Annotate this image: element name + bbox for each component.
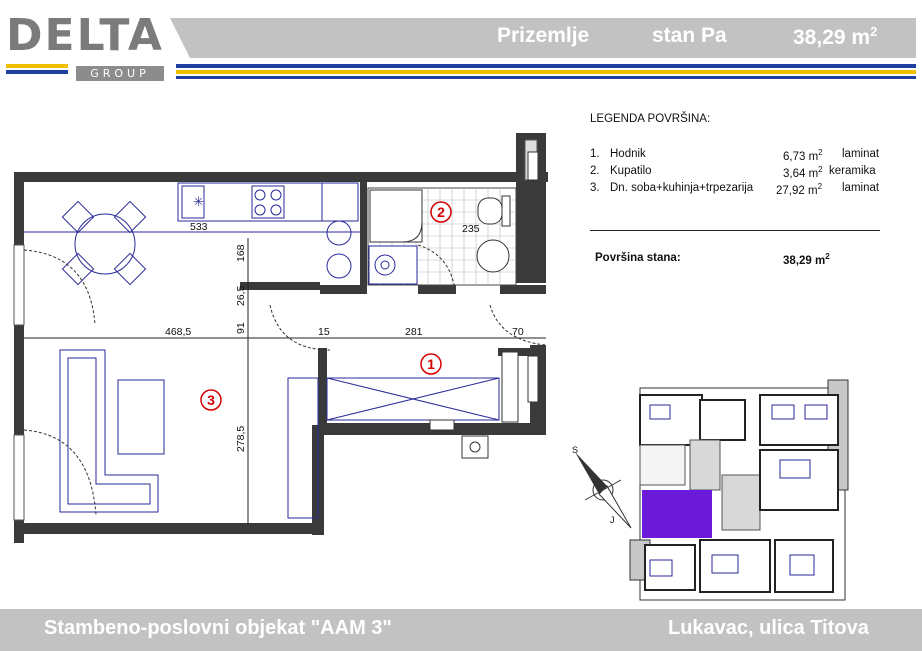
legend-total-label: Površina stana: — [595, 252, 681, 264]
window-left-1 — [13, 244, 25, 326]
corridor-wardrobe — [326, 377, 500, 421]
compass-icon: S J — [572, 445, 632, 529]
header-stripe-blue-2 — [176, 76, 916, 79]
legend-floor-2: keramika — [829, 165, 876, 177]
legend-name-3: Dn. soba+kuhinja+trpezarija — [610, 182, 754, 194]
wall-inner-left — [318, 348, 327, 430]
footer-band — [0, 609, 922, 651]
utility-fixtures — [429, 151, 539, 459]
dim-168: 168 — [235, 244, 247, 262]
logo-stripe-yellow — [6, 64, 68, 68]
dim-26-5: 26,5 — [235, 285, 247, 306]
coffee-table — [117, 379, 165, 455]
dim-281: 281 — [405, 326, 423, 338]
room-marker-2: 2 — [430, 201, 452, 223]
legend-num-1: 1. — [590, 148, 600, 160]
header-stripe-yellow — [176, 70, 916, 74]
room-number-3: 3 — [207, 392, 215, 408]
header-band — [170, 18, 916, 58]
window-left-2 — [13, 434, 25, 521]
room-marker-3: 3 — [200, 389, 222, 411]
sink-icon: ✳ — [193, 194, 204, 209]
wall-bath-left — [360, 182, 367, 287]
wall-left-middle — [14, 325, 24, 435]
wall-left-upper — [14, 172, 24, 245]
washing-machine — [326, 220, 352, 246]
kitchen-counter — [177, 182, 359, 222]
wall-corridor-top — [498, 348, 546, 356]
washbasin — [476, 239, 510, 273]
legend-area-3: 27,92 m2 — [776, 182, 823, 197]
dim-278-5: 278,5 — [235, 426, 247, 452]
shower — [369, 189, 423, 243]
legend-area-2: 3,64 m2 — [783, 165, 823, 180]
wall-bath-bottom-a — [320, 285, 367, 294]
doors — [23, 244, 546, 516]
legend-num-2: 2. — [590, 165, 600, 177]
legend-name-2: Kupatilo — [610, 165, 652, 177]
dim-468-5: 468,5 — [165, 326, 191, 338]
wardrobe-living — [287, 377, 319, 519]
dining-table — [61, 200, 147, 286]
room-marker-1: 1 — [420, 353, 442, 375]
room-number-1: 1 — [427, 356, 435, 372]
legend-area-1: 6,73 m2 — [783, 148, 823, 163]
legend-floor-3: laminat — [842, 182, 880, 194]
boiler — [326, 253, 352, 279]
logo-stripe-blue — [6, 70, 68, 74]
legend-floor-1: laminat — [842, 148, 880, 160]
legend-title: LEGENDA POVRŠINA: — [590, 113, 711, 125]
key-plan — [629, 379, 849, 601]
kitchen-stove — [251, 185, 285, 219]
logo-wordmark: DELTA — [6, 10, 164, 61]
dim-235: 235 — [462, 223, 480, 235]
header-floor: Prizemlje — [497, 24, 590, 47]
sofa — [59, 349, 165, 513]
wall-mid-top — [240, 282, 320, 290]
dim-15: 15 — [318, 326, 330, 338]
legend-name-1: Hodnik — [610, 148, 646, 160]
dim-91: 91 — [235, 322, 247, 334]
compass-north: S — [572, 445, 578, 455]
room-number-2: 2 — [437, 204, 445, 220]
toilet — [477, 197, 503, 225]
header-stripe-blue — [176, 64, 916, 68]
kitchen — [177, 182, 359, 279]
footer-location: Lukavac, ulica Titova — [668, 617, 869, 639]
legend-total-value: 38,29 m2 — [783, 252, 830, 267]
compass-south: J — [610, 515, 615, 525]
key-plan-highlight — [642, 490, 712, 538]
legend-divider — [590, 230, 880, 231]
legend-num-3: 3. — [590, 182, 600, 194]
footer-project: Stambeno-poslovni objekat "AAM 3" — [44, 617, 392, 639]
kitchen-sink — [181, 185, 205, 219]
header-area: 38,29 m2 — [793, 24, 878, 49]
wall-bath-bottom-c — [500, 285, 546, 294]
header-unit: stan Pa — [652, 24, 727, 47]
dim-533: 533 — [190, 221, 208, 233]
logo-group-label: GROUP — [76, 66, 164, 81]
wall-top — [14, 172, 548, 182]
dim-70: 70 — [512, 326, 524, 338]
wall-bath-bottom-b — [418, 285, 456, 294]
wall-bottom — [14, 523, 324, 534]
